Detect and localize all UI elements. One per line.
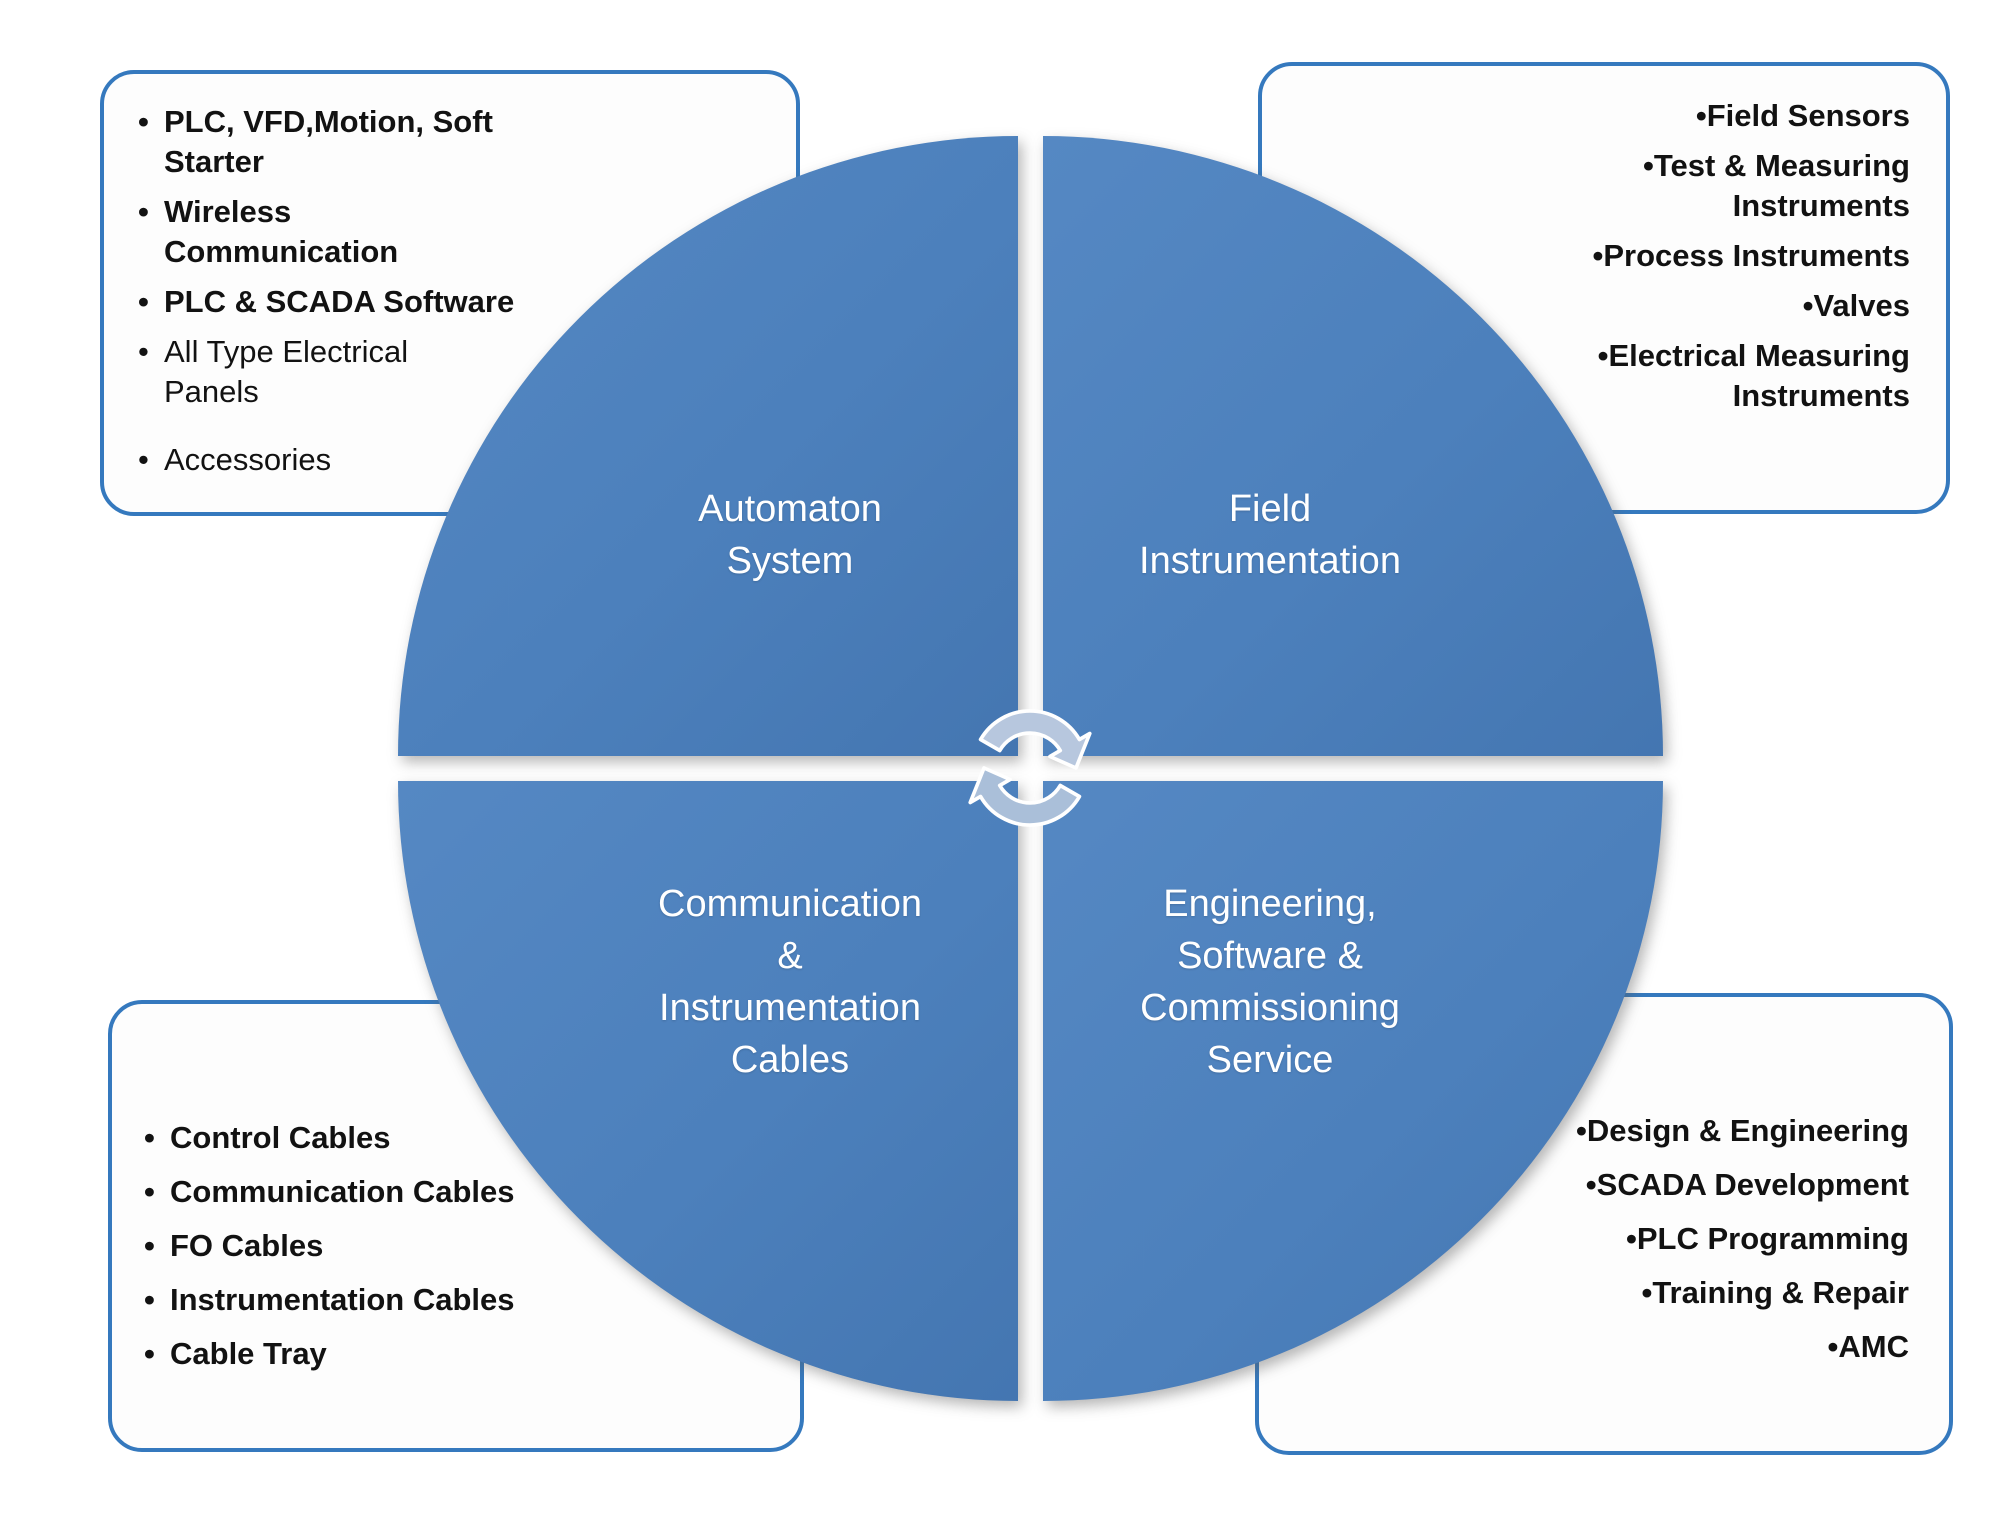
list-item-label: Electrical Measuring Instruments (1608, 338, 1910, 413)
bullet-icon: • (144, 1120, 155, 1155)
cycle-arrows-icon (968, 709, 1092, 827)
list-item-label: SCADA Development (1596, 1167, 1909, 1202)
list-item-label: FO Cables (170, 1228, 324, 1263)
list-item: • FO Cables (144, 1224, 582, 1268)
bullet-icon: • (138, 194, 149, 229)
list-item: • Communication Cables (144, 1170, 582, 1214)
list-item-label: Valves (1813, 288, 1910, 323)
quadrant-label-automation-system: Automaton System (698, 488, 882, 582)
bullet-icon: • (138, 284, 149, 319)
bullet-icon: • (1597, 338, 1609, 373)
list-item-label: Control Cables (170, 1120, 391, 1155)
feature-list-automation: • PLC, VFD,Motion, Soft Starter • Wireless … (104, 74, 574, 480)
bullet-icon: • (1625, 1221, 1637, 1256)
bullet-icon: • (1585, 1167, 1597, 1202)
bullet-icon: • (144, 1336, 155, 1371)
list-item: •Design & Engineering (1499, 1109, 1909, 1153)
list-item: •Valves (1506, 286, 1910, 326)
list-item-label: PLC & SCADA Software (164, 284, 515, 319)
list-item: •PLC Programming (1499, 1217, 1909, 1261)
list-item-label: Process Instruments (1603, 238, 1910, 273)
list-item: •Test & Measuring Instruments (1506, 146, 1910, 226)
quadrant-label-field-instrumentation: Field Instrumentation (1139, 488, 1401, 582)
list-item-label: PLC, VFD,Motion, Soft Starter (164, 104, 493, 179)
feature-list-cables: • Control Cables • Communication Cables • FO … (112, 1004, 592, 1376)
list-item-label: Cable Tray (170, 1336, 327, 1371)
bullet-icon: • (1802, 288, 1814, 323)
list-item: • Accessories (138, 440, 564, 480)
feature-list-field-instrumentation: •Field Sensors•Test & Measuring Instrume… (1506, 66, 1946, 416)
list-item: •Electrical Measuring Instruments (1506, 336, 1910, 416)
list-item: • Wireless Communication (138, 192, 564, 272)
bullet-icon: • (1592, 238, 1604, 273)
list-item: •Process Instruments (1506, 236, 1910, 276)
list-item-label: AMC (1838, 1329, 1909, 1364)
bullet-icon: • (1643, 148, 1654, 183)
list-item-label: Design & Engineering (1586, 1113, 1909, 1148)
list-item: • All Type Electrical Panels (138, 332, 564, 412)
bullet-icon: • (138, 442, 149, 477)
list-item-label: Accessories (164, 442, 332, 477)
list-item-label: Communication Cables (170, 1174, 515, 1209)
list-item: •AMC (1499, 1325, 1909, 1369)
list-item: • Instrumentation Cables (144, 1278, 582, 1322)
list-item-label: Test & Measuring Instruments (1653, 148, 1910, 223)
quadrant-label-engineering-service: Engineering, Software & Commissioning Se… (1140, 883, 1400, 1081)
list-item: • PLC, VFD,Motion, Soft Starter (138, 102, 564, 182)
list-item-label: PLC Programming (1636, 1221, 1909, 1256)
feature-list-engineering-service: •Design & Engineering•SCADA Development•… (1499, 997, 1949, 1369)
list-item: • Control Cables (144, 1116, 582, 1160)
list-item-label: Instrumentation Cables (170, 1282, 515, 1317)
quadrant-label-communication-cables: Communication & Instrumentation Cables (658, 883, 922, 1081)
list-item: •SCADA Development (1499, 1163, 1909, 1207)
bullet-icon: • (144, 1228, 155, 1263)
bullet-icon: • (1641, 1275, 1653, 1310)
bullet-icon: • (1827, 1329, 1839, 1364)
list-item-label: Training & Repair (1652, 1275, 1909, 1310)
bullet-icon: • (144, 1174, 155, 1209)
bullet-icon: • (138, 104, 149, 139)
bullet-icon: • (1576, 1113, 1587, 1148)
list-item: •Field Sensors (1506, 96, 1910, 136)
bullet-icon: • (138, 334, 149, 369)
bullet-icon: • (1695, 98, 1707, 133)
list-item: •Training & Repair (1499, 1271, 1909, 1315)
list-item-label: All Type Electrical Panels (164, 334, 409, 409)
list-item: • Cable Tray (144, 1332, 582, 1376)
list-item: • PLC & SCADA Software (138, 282, 564, 322)
list-item-label: Wireless Communication (164, 194, 399, 269)
list-item-label: Field Sensors (1706, 98, 1910, 133)
bullet-icon: • (144, 1282, 155, 1317)
